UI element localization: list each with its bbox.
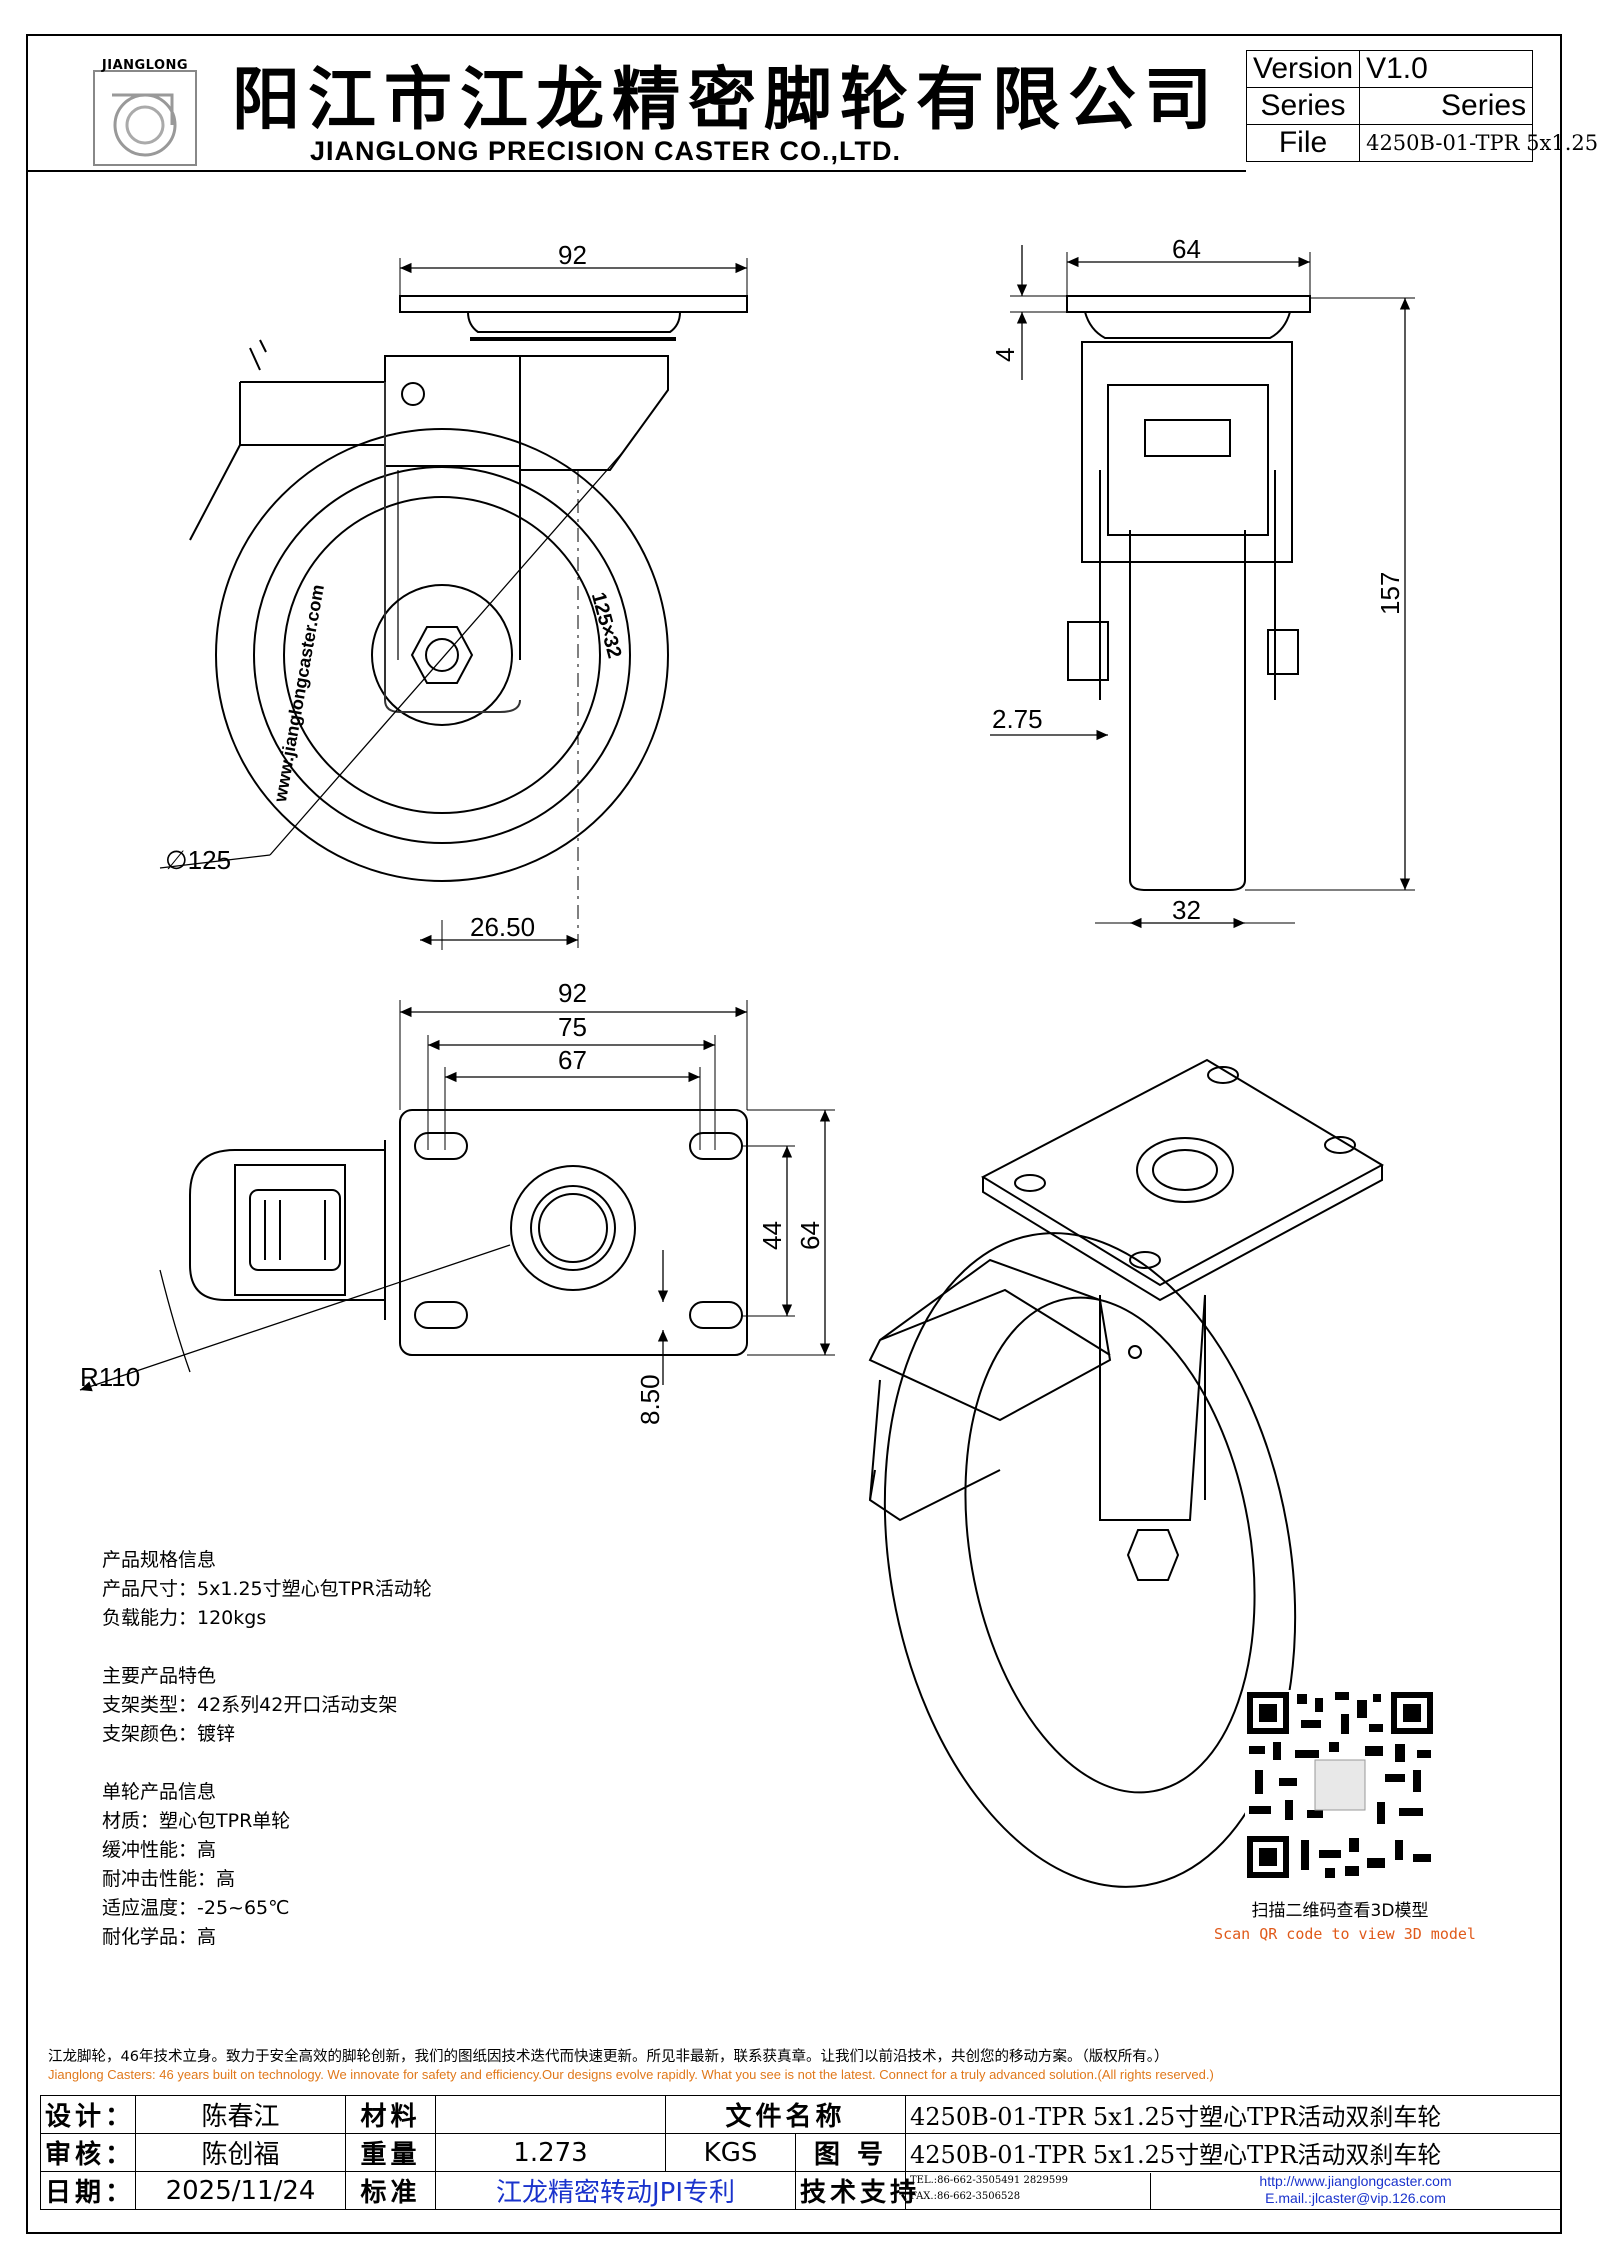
dim-wheel-diameter: ∅125 [165, 845, 232, 875]
version-value: V1.0 [1359, 50, 1534, 88]
dim-plate-thickness: 4 [990, 347, 1020, 362]
design-value: 陈春江 [135, 2095, 346, 2134]
spec-line: 单轮产品信息 [102, 1781, 217, 1803]
dim-top-92: 92 [558, 978, 587, 1008]
dim-radius: R110 [80, 1362, 141, 1392]
file-label: File [1245, 124, 1361, 162]
series-value: Series [1359, 87, 1534, 125]
design-label: 设计： [40, 2095, 136, 2134]
email-link[interactable]: E.mail.:jlcaster@vip.126.com [1265, 2189, 1446, 2206]
standard-value: 江龙精密转动JPI专利 [435, 2171, 796, 2210]
top-view [79, 1000, 835, 1392]
weight-label: 重量 [345, 2133, 436, 2172]
side-view [159, 258, 748, 950]
dim-top-64: 64 [795, 1221, 825, 1250]
dim-total-height: 157 [1375, 571, 1405, 615]
qr-caption-en: Scan QR code to view 3D model [1214, 1925, 1476, 1943]
qr-code[interactable] [1245, 1690, 1435, 1880]
spec-line: 产品规格信息 [102, 1549, 217, 1571]
weight-value: 1.273 [435, 2133, 666, 2172]
spec-line: 产品尺寸：5x1.25寸塑心包TPR活动轮 [102, 1578, 432, 1600]
spec-line: 支架类型：42系列42开口活动支架 [102, 1694, 398, 1716]
fax: FAX.:86-662-3506528 [910, 2190, 1021, 2202]
dim-side-offset: 26.50 [470, 912, 536, 942]
dim-front-width: 64 [1172, 234, 1201, 264]
dim-top-44: 44 [757, 1221, 787, 1250]
dim-top-67: 67 [558, 1045, 587, 1075]
spec-line: 缓冲性能：高 [102, 1839, 217, 1861]
note-cn: 江龙脚轮，46年技术立身。致力于安全高效的脚轮创新，我们的图纸因技术迭代而快速更… [48, 2049, 1169, 2065]
spec-line: 主要产品特色 [102, 1665, 217, 1687]
drawing-no-value: 4250B-01-TPR 5x1.25寸塑心TPR活动双刹车轮 [905, 2133, 1562, 2172]
material-value [435, 2095, 666, 2134]
support-label: 技术支持 [794, 2171, 916, 2210]
logo-text: JIANGLONG [101, 58, 189, 73]
dim-top-850: 8.50 [635, 1374, 665, 1425]
dim-top-75: 75 [558, 1012, 587, 1042]
isometric-view [868, 1058, 1385, 1888]
company-name-cn: 阳江市江龙精密脚轮有限公司 [232, 61, 1221, 140]
review-label: 审核： [40, 2133, 136, 2172]
spec-line: 材质：塑心包TPR单轮 [102, 1810, 291, 1832]
drawing-frame [26, 34, 1562, 2234]
series-label: Series [1245, 87, 1361, 125]
qr-caption-cn: 扫描二维码查看3D模型 [1251, 1901, 1429, 1921]
front-view [990, 245, 1415, 929]
dim-side-width: 92 [558, 240, 587, 270]
company-logo [93, 70, 197, 166]
filename-label: 文件名称 [664, 2095, 907, 2134]
spec-line: 耐冲击性能：高 [102, 1868, 236, 1890]
note-en: Jianglong Casters: 46 years built on tec… [48, 2067, 1214, 2082]
dim-gap: 2.75 [992, 704, 1043, 734]
tel: TEL.:86-662-3505491 2829599 [910, 2174, 1068, 2186]
spec-line: 适应温度：-25~65℃ [102, 1897, 290, 1919]
title-block: 设计： 陈春江 材料 文件名称 4250B-01-TPR 5x1.25寸塑心TP… [40, 2095, 1562, 2210]
date-label: 日期： [40, 2171, 136, 2210]
header-divider [26, 170, 1246, 172]
material-label: 材料 [345, 2095, 436, 2134]
version-table: Version V1.0 Series Series File 4250B-01… [1245, 50, 1598, 162]
drawing-no-label: 图 号 [794, 2133, 907, 2172]
spec-line: 负载能力：120kgs [102, 1607, 267, 1629]
version-label: Version [1245, 50, 1361, 88]
standard-label: 标准 [345, 2171, 436, 2210]
support-contacts: TEL.:86-662-3505491 2829599 FAX.:86-662-… [905, 2171, 1562, 2210]
review-value: 陈创福 [135, 2133, 346, 2172]
date-value: 2025/11/24 [135, 2171, 346, 2210]
filename-value: 4250B-01-TPR 5x1.25寸塑心TPR活动双刹车轮 [905, 2095, 1562, 2134]
spec-line: 耐化学品：高 [102, 1926, 217, 1948]
weight-unit: KGS [665, 2133, 796, 2172]
spec-line: 支架颜色：镀锌 [102, 1723, 236, 1745]
website-link[interactable]: http://www.jianglongcaster.com [1259, 2172, 1452, 2189]
dim-tread-width: 32 [1172, 895, 1201, 925]
company-name-en: JIANGLONG PRECISION CASTER CO.,LTD. [310, 136, 902, 166]
